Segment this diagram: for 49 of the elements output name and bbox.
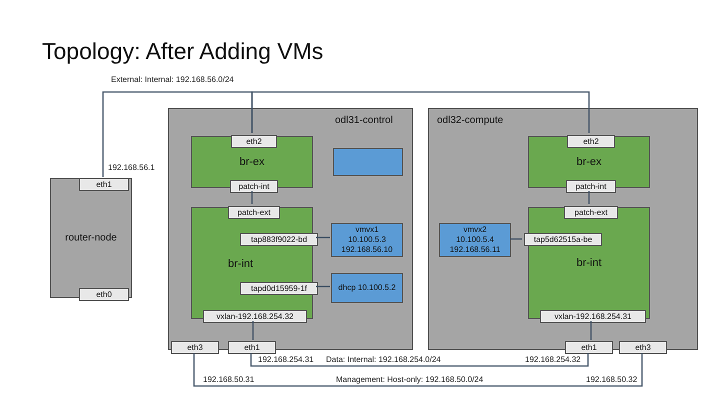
network-line: [193, 353, 643, 387]
network-line: [102, 91, 253, 177]
interface-box: vxlan-192.168.254.32: [203, 310, 307, 323]
edge-label: Management: Host-only: 192.168.50.0/24: [335, 375, 484, 385]
link-line: [316, 236, 330, 238]
ip-address-label: 192.168.254.31: [258, 355, 314, 365]
interface-box: eth2: [567, 135, 615, 148]
link-line: [590, 321, 592, 340]
bridge-label: br-ex: [239, 156, 265, 168]
bridge-label: br-int: [228, 258, 254, 270]
interface-box: patch-int: [230, 180, 278, 193]
ip-address-label: 192.168.50.31: [203, 375, 254, 385]
application-box: [333, 148, 403, 176]
link-line: [510, 238, 522, 240]
interface-box: tap883f9022-bd: [240, 233, 318, 246]
ip-address-label: 192.168.254.32: [525, 355, 581, 365]
edge-label: Data: Internal: 192.168.254.0/24: [325, 355, 442, 365]
host-label: router-node: [65, 232, 117, 244]
interface-box: eth1: [228, 341, 276, 354]
host-box: [50, 178, 132, 298]
host-label: odl32-compute: [437, 115, 504, 126]
vm-box: dhcp 10.100.5.2: [331, 273, 403, 303]
interface-box: tap5d62515a-be: [524, 233, 602, 246]
interface-box: vxlan-192.168.254.31: [540, 310, 646, 323]
vm-box: vmvx1 10.100.5.3 192.168.56.10: [331, 223, 403, 257]
interface-box: eth3: [171, 341, 219, 354]
interface-box: patch-int: [566, 180, 616, 193]
edge-label: External: Internal: 192.168.56.0/24: [110, 75, 235, 85]
interface-box: patch-ext: [228, 206, 280, 219]
ip-address-label: 192.168.56.1: [108, 163, 155, 173]
network-line: [250, 353, 589, 367]
bridge-label: br-ex: [576, 156, 602, 168]
link-line: [316, 286, 330, 288]
interface-box: eth3: [619, 341, 667, 354]
interface-box: patch-ext: [564, 206, 618, 219]
network-line: [251, 91, 590, 133]
interface-box: eth2: [231, 135, 277, 148]
bridge-label: br-int: [576, 257, 602, 269]
link-line: [251, 191, 253, 204]
host-label: odl31-control: [335, 115, 393, 126]
link-line: [588, 191, 590, 204]
interface-box: eth1: [79, 178, 129, 191]
diagram-title: Topology: After Adding VMs: [42, 38, 324, 65]
vm-box: vmvx2 10.100.5.4 192.168.56.11: [439, 223, 511, 257]
interface-box: eth1: [565, 341, 613, 354]
interface-box: tapd0d15959-1f: [240, 282, 318, 295]
ip-address-label: 192.168.50.32: [586, 375, 638, 385]
interface-box: eth0: [79, 288, 129, 301]
link-line: [252, 321, 254, 340]
